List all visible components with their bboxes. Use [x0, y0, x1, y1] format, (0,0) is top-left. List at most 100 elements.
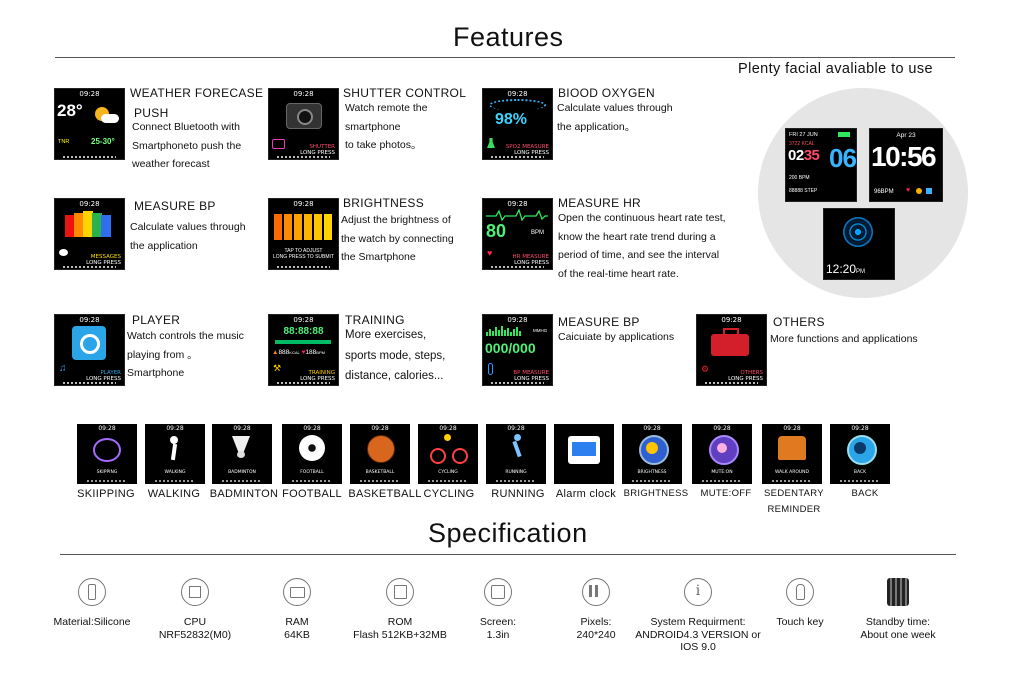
chat-icon: [59, 249, 68, 256]
touch-key-icon: [786, 578, 814, 606]
mode-caption: BRIGHTNESS: [623, 488, 689, 499]
brightness-bars: [274, 214, 332, 240]
info-icon: i: [684, 578, 712, 606]
cloud-icon: [101, 114, 119, 123]
heart-icon: ♥: [487, 248, 493, 258]
spec-label: Standby time:About one week: [860, 616, 936, 641]
spec-label: Screen:1.3in: [479, 616, 517, 641]
oxygen-gauge: [489, 99, 546, 111]
feature-title-player: PLAYER: [132, 313, 181, 327]
specification-divider: [60, 554, 956, 555]
gear-icon: ⚙: [701, 364, 710, 374]
feature-title-measure-bp: MEASURE BP: [134, 199, 216, 213]
cpu-icon: [181, 578, 209, 606]
bp-bars: [486, 326, 534, 336]
heartbeat-line: [486, 209, 548, 221]
spec-label: Touch key: [776, 616, 824, 628]
feature-title-oxygen: BIOOD OXYGEN: [558, 86, 655, 100]
feature-title-training: TRAINING: [345, 313, 405, 327]
feature-title-weather: WEATHER FORECASE: [130, 86, 264, 100]
spec-label: Material:Silicone: [53, 616, 131, 628]
flask-icon: [487, 138, 495, 148]
training-progress: [275, 340, 331, 344]
feature-desc-measure-bp-2: Caicuiate by applications: [558, 331, 675, 343]
mode-caption: Alarm clock: [555, 488, 617, 500]
shutter-icon: [272, 139, 285, 149]
weather-temp: 28°: [57, 101, 83, 120]
feature-desc-training: More exercises,sports mode, steps,distan…: [345, 329, 446, 382]
feature-title-measure-bp-2: MEASURE BP: [558, 315, 640, 329]
faces-caption: Plenty facial avaliable to use: [738, 61, 933, 77]
orb-graphic: [841, 215, 875, 249]
hr-value: 80: [486, 221, 507, 241]
mode-caption: CYCLING: [423, 488, 475, 500]
mode-caption: BADMINTON: [209, 488, 279, 500]
material-icon: [78, 578, 106, 606]
watch-face-2: Apr 23 10:56 96BPM ♥: [869, 128, 943, 202]
dumbbell-icon: ⚒: [273, 363, 282, 373]
feature-desc-player: Watch controls the music playing from 。S…: [127, 330, 244, 379]
feature-title-weather-2: PUSH: [134, 106, 169, 120]
message-apps-icon: [65, 211, 115, 237]
mode-tile-alarm-clock: [554, 424, 614, 484]
music-player-icon: [72, 326, 106, 360]
weather-range: 25-30°: [91, 137, 115, 146]
features-title: Features: [453, 22, 564, 52]
mode-caption: RUNNING: [491, 488, 545, 500]
mode-caption: MUTE:OFF: [700, 488, 752, 499]
battery-icon: [887, 578, 909, 606]
ram-icon: [283, 578, 311, 606]
spec-label: Pixels:240*240: [576, 616, 616, 641]
pixels-icon: [582, 578, 610, 606]
rom-icon: [386, 578, 414, 606]
watch-face-1: FRI 27 JUN 3722 KCAL 0235 06 200 BPM 888…: [785, 128, 857, 202]
mode-caption: WALKING: [147, 488, 201, 500]
music-note-icon: ♫: [59, 363, 67, 374]
features-divider: [55, 57, 955, 58]
feature-title-shutter: SHUTTER CONTROL: [343, 86, 467, 100]
training-timer: 88:88:88: [283, 326, 324, 337]
mode-caption: BASKETBALL: [348, 488, 422, 500]
feature-desc-others: More functions and applications: [770, 333, 918, 345]
feature-title-measure-hr: MEASURE HR: [558, 196, 642, 210]
feature-title-brightness: BRIGHTNESS: [343, 196, 425, 210]
thermometer-icon: [488, 363, 493, 375]
weather-screen: 09:28 28° TNR 25-30°: [54, 88, 125, 160]
camera-icon: [286, 103, 322, 129]
screen-icon: [484, 578, 512, 606]
feature-desc-measure-hr: Open the continuous heart rate test,know…: [558, 212, 726, 280]
mode-caption: BACK: [851, 488, 879, 499]
specification-title: Specification: [428, 518, 588, 548]
mode-caption: SKIIPPING: [77, 488, 135, 500]
mode-caption: FOOTBALL: [282, 488, 342, 500]
bp-value: 000/000: [485, 340, 536, 356]
